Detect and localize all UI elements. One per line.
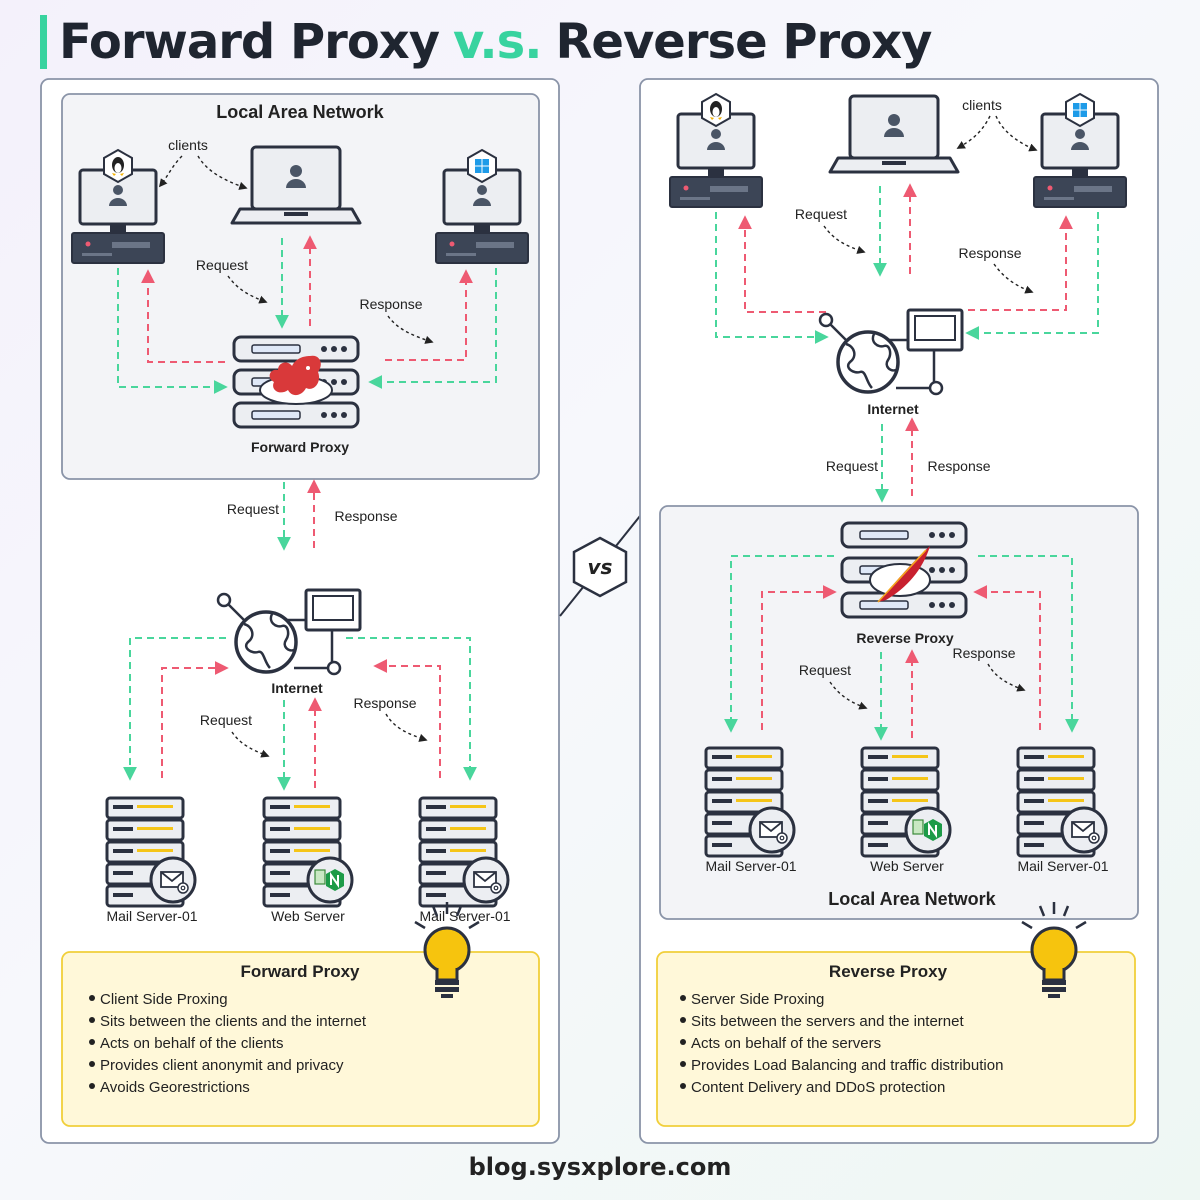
- forward-proxy-label: Forward Proxy: [251, 439, 349, 455]
- forward-server-request-label: Request: [200, 712, 252, 728]
- title-vs: v.s.: [453, 14, 542, 70]
- reverse-server-response-label: Response: [952, 645, 1015, 661]
- list-item: Acts on behalf of the clients: [100, 1035, 283, 1052]
- reverse-server-label-2: Web Server: [870, 858, 944, 874]
- reverse-server-label-1: Mail Server-01: [705, 858, 796, 874]
- forward-info-list: Client Side Proxing Sits between the cli…: [89, 991, 367, 1096]
- list-item: Sits between the clients and the interne…: [100, 1013, 367, 1030]
- reverse-info-list: Server Side Proxing Sits between the ser…: [680, 991, 1003, 1096]
- forward-info-box: [61, 951, 540, 1127]
- vs-badge: vs: [572, 536, 628, 598]
- forward-lan-title: Local Area Network: [216, 102, 384, 122]
- list-item: Client Side Proxing: [100, 991, 228, 1008]
- windows-logo-icon: [1065, 93, 1095, 127]
- reverse-internet-label: Internet: [867, 401, 919, 417]
- title-accent-bar: [40, 15, 47, 69]
- reverse-lan-title: Local Area Network: [828, 889, 996, 909]
- forward-lan-box: [61, 93, 540, 480]
- forward-server-label-2: Web Server: [271, 908, 345, 924]
- apache-feather-icon: [869, 546, 931, 603]
- squid-logo-icon: [259, 355, 333, 405]
- page-title: Forward Proxy v.s. Reverse Proxy: [40, 10, 932, 74]
- reverse-request-label: Request: [795, 206, 847, 222]
- reverse-server-label-3: Mail Server-01: [1017, 858, 1108, 874]
- mail-icon: [1060, 806, 1108, 854]
- forward-server-mail-1: [105, 796, 197, 908]
- forward-server-response-label: Response: [353, 695, 416, 711]
- reverse-info-box: [656, 951, 1136, 1127]
- list-item: Provides Load Balancing and traffic dist…: [691, 1057, 1003, 1074]
- reverse-internet-response-label: Response: [927, 458, 990, 474]
- title-forward: Forward Proxy: [59, 14, 440, 70]
- windows-logo-icon: [467, 149, 497, 183]
- reverse-server-web: [860, 746, 952, 858]
- forward-response-label: Response: [359, 296, 422, 312]
- forward-internet-response-label: Response: [334, 508, 397, 524]
- reverse-client-laptop: [828, 94, 960, 174]
- forward-server-mail-2: [418, 796, 510, 908]
- forward-clients-label: clients: [168, 137, 208, 153]
- nginx-logo-icon: [306, 856, 354, 904]
- forward-server-label-3: Mail Server-01: [419, 908, 510, 924]
- list-item: Avoids Georestrictions: [100, 1079, 250, 1096]
- forward-internet-label: Internet: [271, 680, 323, 696]
- mail-icon: [748, 806, 796, 854]
- reverse-server-request-label: Request: [799, 662, 851, 678]
- forward-server-label-1: Mail Server-01: [106, 908, 197, 924]
- reverse-proxy-label: Reverse Proxy: [856, 630, 954, 646]
- list-item: Content Delivery and DDoS protection: [691, 1079, 945, 1096]
- title-reverse: Reverse Proxy: [555, 14, 932, 70]
- reverse-server-mail-2: [1016, 746, 1108, 858]
- linux-tux-icon: [701, 93, 731, 127]
- nginx-logo-icon: [904, 806, 952, 854]
- mail-icon: [462, 856, 510, 904]
- list-item: Server Side Proxing: [691, 991, 824, 1008]
- list-item: Provides client anonymit and privacy: [100, 1057, 344, 1074]
- reverse-internet-request-label: Request: [826, 458, 878, 474]
- forward-server-web: [262, 796, 354, 908]
- forward-request-label: Request: [196, 257, 248, 273]
- linux-tux-icon: [103, 149, 133, 183]
- reverse-info-title: Reverse Proxy: [829, 962, 948, 981]
- footer-url[interactable]: blog.sysxplore.com: [469, 1153, 732, 1181]
- vs-label: vs: [588, 555, 613, 579]
- forward-client-laptop: [230, 145, 362, 225]
- reverse-clients-label: clients: [962, 97, 1002, 113]
- list-item: Sits between the servers and the interne…: [691, 1013, 964, 1030]
- forward-internet-request-label: Request: [227, 501, 279, 517]
- mail-icon: [149, 856, 197, 904]
- reverse-response-label: Response: [958, 245, 1021, 261]
- reverse-server-mail-1: [704, 746, 796, 858]
- forward-info-title: Forward Proxy: [240, 962, 360, 981]
- list-item: Acts on behalf of the servers: [691, 1035, 881, 1052]
